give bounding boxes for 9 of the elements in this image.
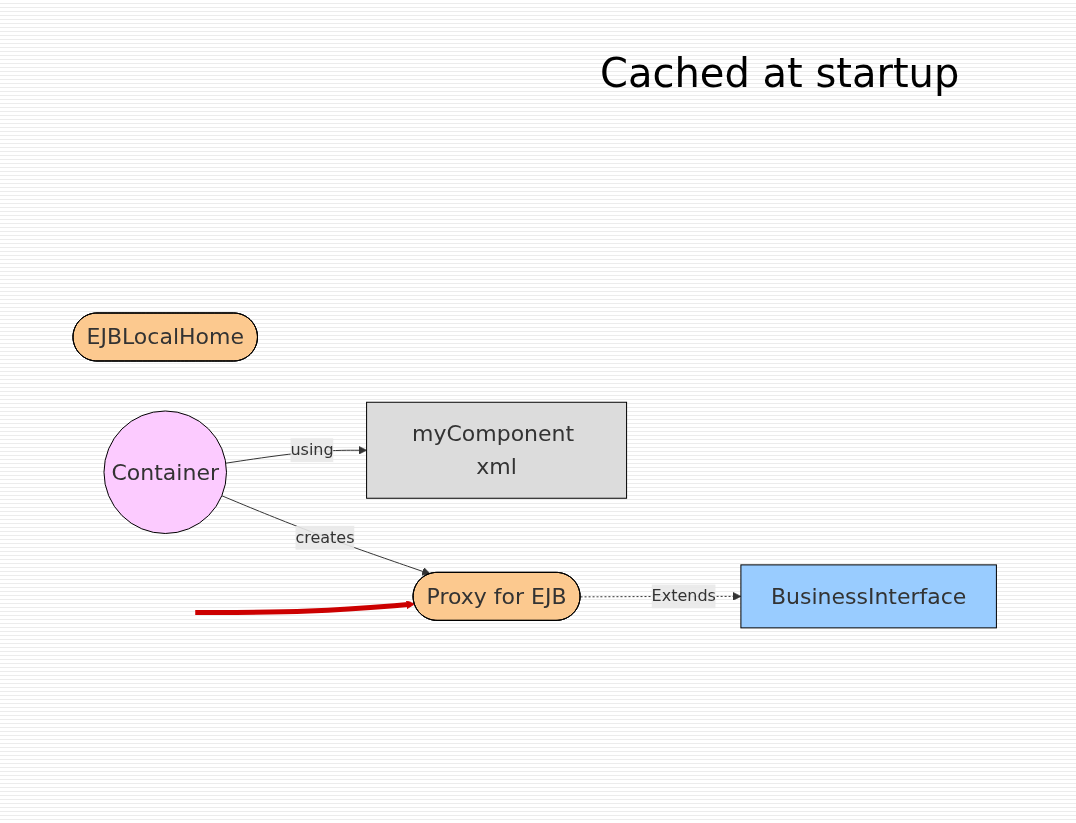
arrow bbox=[195, 599, 416, 615]
arrow bbox=[221, 494, 431, 576]
node-circle: Container bbox=[103, 410, 228, 534]
edge-label: creates bbox=[295, 527, 355, 547]
node-box: BusinessInterface bbox=[740, 563, 998, 628]
annotation-text: Cached at startup bbox=[600, 50, 960, 96]
edge-label: Extends bbox=[651, 585, 717, 605]
node-box: myComponent xml bbox=[366, 401, 628, 499]
edge-label: using bbox=[290, 439, 334, 459]
